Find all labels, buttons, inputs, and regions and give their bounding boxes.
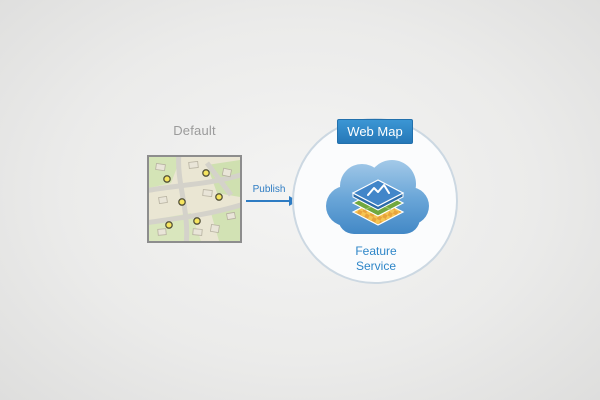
map-roads: [149, 157, 240, 241]
publish-label: Publish: [252, 184, 286, 195]
feature-service-label: Feature Service: [355, 244, 397, 273]
source-map-label: Default: [173, 123, 216, 138]
cloud-icon: [326, 160, 429, 234]
map-buildings: [155, 161, 236, 236]
publish-arrow-icon: [246, 200, 290, 202]
map-thumbnail-graphic: [149, 157, 240, 241]
map-point-markers: [163, 169, 223, 229]
web-map-badge: Web Map: [337, 119, 413, 144]
layers-icon: [351, 179, 405, 226]
map-thumbnail: [147, 155, 242, 243]
